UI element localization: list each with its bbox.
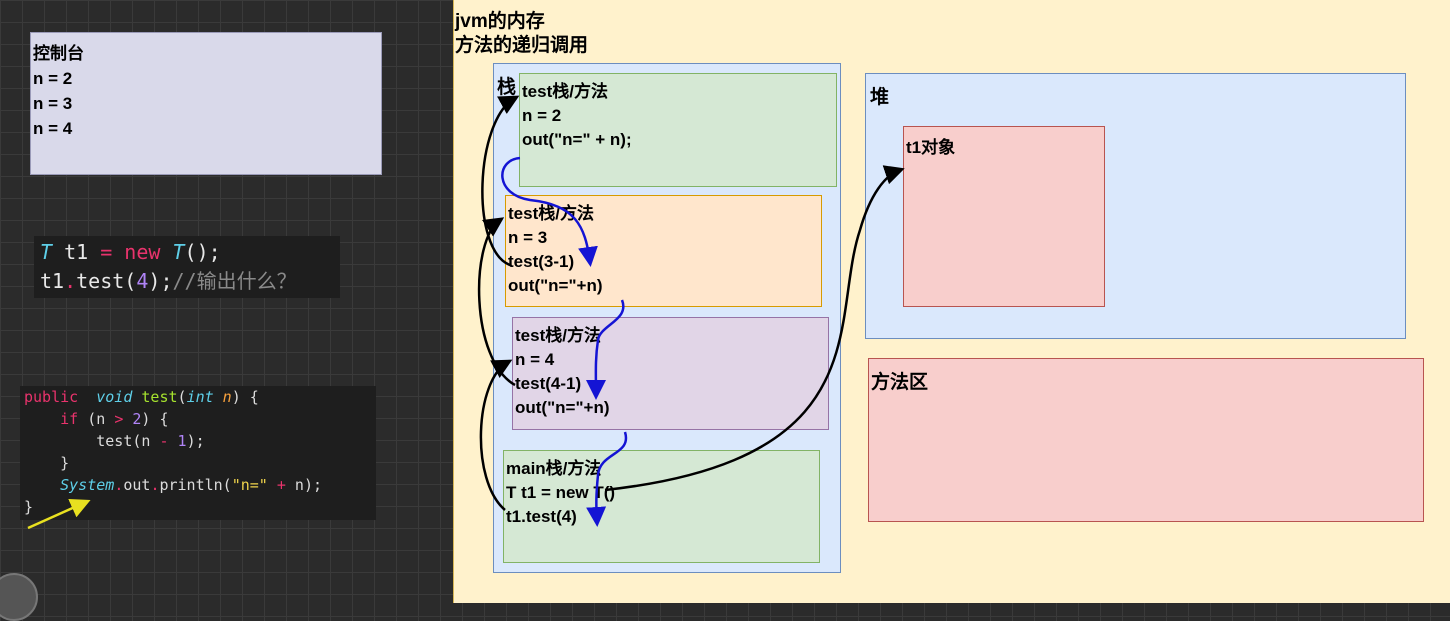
code-line: } xyxy=(24,454,70,472)
code-line: T t1 = new T(); xyxy=(40,240,221,264)
jvm-title-text: jvm的内存 xyxy=(455,11,545,32)
code-line: t1.test(4);//输出什么？ xyxy=(40,269,297,293)
stack-frame-test-n2: test栈/方法 n = 2 out("n=" + n); xyxy=(519,73,837,187)
frame-line: n = 2 xyxy=(522,106,562,125)
frame-line: test(4-1) xyxy=(515,374,582,393)
method-area-label: 方法区 xyxy=(871,372,929,393)
return-arrow xyxy=(501,156,598,267)
frame-line: test栈/方法 xyxy=(522,82,608,101)
stack-frame-test-n3: test栈/方法 n = 3 test(3-1) out("n="+n) xyxy=(505,195,822,307)
method-area: 方法区 xyxy=(868,358,1424,522)
frame-line: T t1 = new T() xyxy=(506,483,616,502)
console-line: n = 3 xyxy=(33,94,73,113)
frame-line: out("n=" + n); xyxy=(522,130,632,149)
frame-line: main栈/方法 xyxy=(506,459,602,478)
t1-object-label: t1对象 xyxy=(906,138,956,157)
call-arrow xyxy=(477,217,516,387)
call-arrow xyxy=(481,95,520,267)
frame-line: n = 3 xyxy=(508,228,548,247)
jvm-title: jvm的内存 方法的递归调用 xyxy=(455,10,588,58)
frame-line: out("n="+n) xyxy=(508,276,603,295)
return-arrow xyxy=(586,431,628,527)
code-line: System.out.println("n=" + n); xyxy=(60,476,323,494)
console-line: n = 4 xyxy=(33,119,73,138)
frame-line: t1.test(4) xyxy=(506,507,577,526)
frame-line: test栈/方法 xyxy=(508,204,594,223)
code-line: test(n - 1); xyxy=(96,432,205,450)
console-title: 控制台 xyxy=(33,44,84,63)
frame-line: out("n="+n) xyxy=(515,398,610,417)
stack-label: 栈 xyxy=(497,77,517,98)
code-line: } xyxy=(24,498,34,516)
code-snippet-main: T t1 = new T(); t1.test(4);//输出什么？ xyxy=(34,236,340,298)
call-arrow xyxy=(479,359,513,511)
call-arrow xyxy=(604,165,905,492)
console-panel: 控制台 n = 2 n = 3 n = 4 xyxy=(30,32,382,175)
frame-line: test(3-1) xyxy=(508,252,575,271)
frame-line: n = 4 xyxy=(515,350,555,369)
pointer-arrow xyxy=(27,499,91,530)
jvm-subtitle-text: 方法的递归调用 xyxy=(455,35,589,56)
heap-label: 堆 xyxy=(870,87,890,108)
return-arrow xyxy=(585,299,625,400)
t1-object-box: t1对象 xyxy=(903,126,1105,307)
code-snippet-test-method: public void test(int n) { if (n > 2) { t… xyxy=(20,386,376,520)
stack-frame-main: main栈/方法 T t1 = new T() t1.test(4) xyxy=(503,450,820,563)
stack-frame-test-n4: test栈/方法 n = 4 test(4-1) out("n="+n) xyxy=(512,317,829,430)
code-line: public void test(int n) { xyxy=(24,388,259,406)
arrows-overlay xyxy=(27,95,905,530)
console-line: n = 2 xyxy=(33,69,73,88)
frame-line: test栈/方法 xyxy=(515,326,601,345)
code-line: if (n > 2) { xyxy=(60,410,169,428)
